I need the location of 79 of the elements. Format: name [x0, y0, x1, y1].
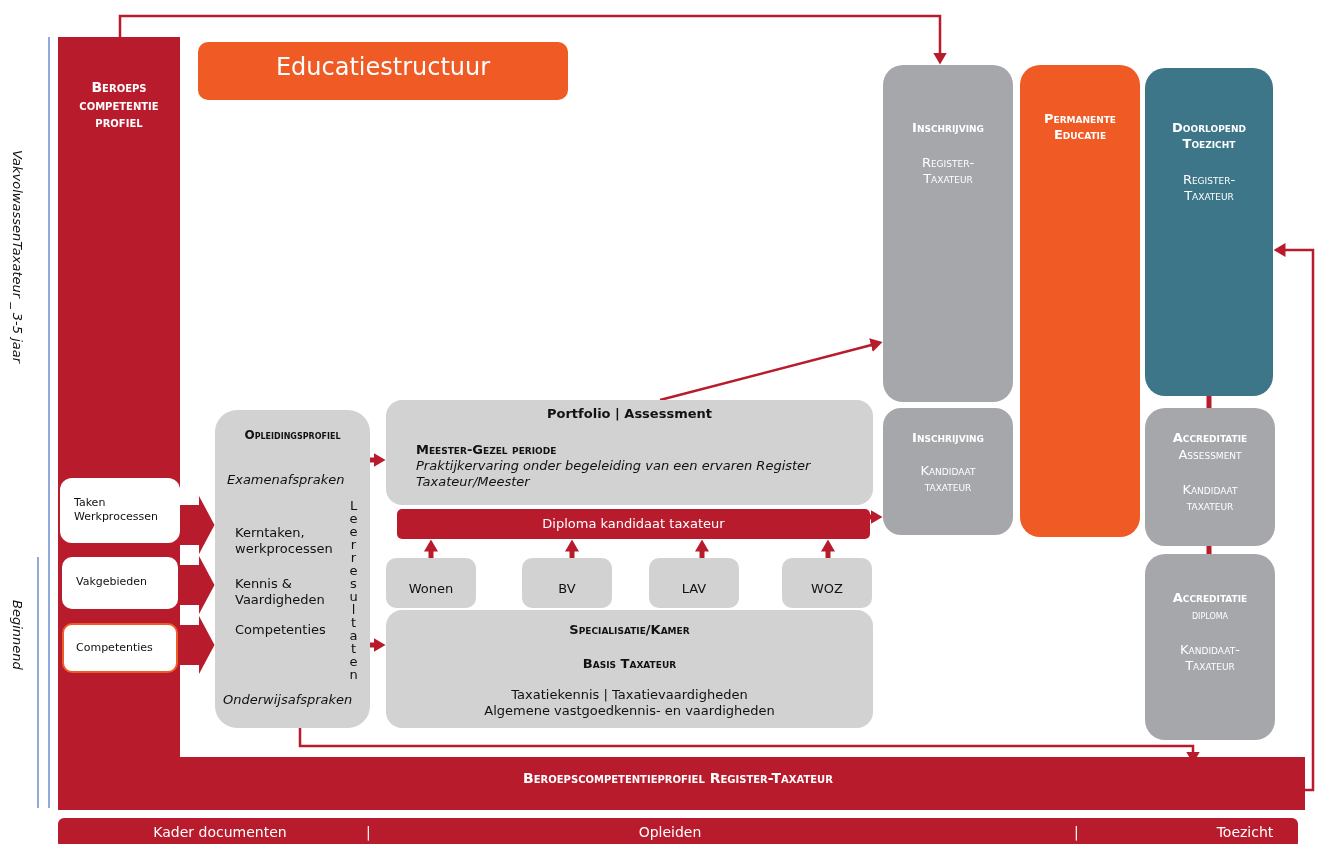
banner-title: Educatiestructuur — [274, 52, 492, 82]
stage-box — [1145, 408, 1275, 546]
specialisation-box — [522, 558, 612, 608]
arrow — [370, 453, 386, 467]
arrow — [370, 638, 386, 652]
stage-column — [1145, 68, 1273, 396]
subheading-text: Kandidaat taxateur — [919, 463, 977, 496]
vertical-label: Leerresultaten — [345, 498, 361, 680]
separator-text: | — [366, 824, 372, 842]
arrow — [118, 14, 947, 65]
specialisation-box — [386, 558, 476, 608]
arrow — [695, 539, 709, 558]
stage-column — [1020, 65, 1140, 537]
stage-box — [1145, 554, 1275, 740]
phase-bar — [58, 818, 1298, 844]
portfolio-box — [386, 400, 873, 505]
title-banner — [198, 42, 568, 100]
band-title: Beroeps competentie profiel — [78, 79, 160, 132]
box-label: Wonen — [407, 581, 455, 598]
phase-label: Opleiden — [637, 824, 703, 842]
heading-text: Doorlopend Toezicht — [1171, 120, 1247, 153]
band-title: Beroepscompetentieprofiel Register-Taxateur — [522, 770, 834, 788]
box-label: Taken Werkprocessen — [74, 496, 159, 524]
arrow — [178, 615, 215, 675]
list-item: Kennis & Vaardigheden — [235, 576, 326, 609]
arrow — [659, 338, 883, 402]
description-text: Praktijkervaring onder begeleiding van een ervaren Register Taxateur/Meester — [416, 458, 812, 491]
specialisation-box — [782, 558, 872, 608]
diploma-bar — [397, 509, 870, 539]
input-box — [60, 478, 180, 543]
box-label: Vakgebieden — [76, 575, 149, 589]
arrow — [1273, 243, 1315, 792]
specialisation-box — [649, 558, 739, 608]
heading-text: Inschrijving — [911, 120, 985, 137]
box-label: BV — [557, 581, 577, 598]
arrow — [178, 555, 215, 615]
description-text: Taxatiekennis | Taxatievaardigheden — [510, 687, 749, 704]
stage-column — [883, 65, 1013, 402]
side-label: VakvolwassenTaxateur _ 3-5 jaar — [10, 150, 25, 364]
subheading-text: Kandidaat taxateur — [1181, 482, 1239, 515]
bar-label: Diploma kandidaat taxateur — [541, 516, 726, 533]
subheading-text: Meester-Gezel periode — [416, 442, 558, 459]
heading-text: Opleidingsprofiel — [243, 428, 342, 443]
input-box — [62, 557, 178, 609]
subheading-text: Assessment — [1177, 447, 1243, 464]
heading-text: Accreditatie — [1171, 590, 1249, 607]
subheading-text: Register- Taxateur — [1181, 172, 1237, 205]
arrow — [565, 539, 579, 558]
heading-text: Portfolio | Assessment — [546, 406, 713, 423]
box-label: LAV — [680, 581, 708, 598]
heading-text: Accreditatie — [1171, 430, 1249, 447]
subheading-text: Basis Taxateur — [581, 656, 678, 673]
list-item: Kerntaken, werkprocessen — [235, 525, 334, 558]
subheading-text: diploma — [1190, 608, 1230, 623]
separator-text: | — [1074, 824, 1080, 842]
arrow — [821, 539, 835, 558]
profile-box — [215, 410, 370, 728]
subheading-text: Kandidaat- Taxateur — [1179, 642, 1241, 675]
heading-text: Specialisatie/Kamer — [568, 622, 691, 639]
box-label: Competenties — [76, 641, 154, 655]
box-label: WOZ — [810, 581, 844, 598]
arrow — [870, 510, 883, 524]
input-box — [62, 623, 178, 673]
stage-box — [883, 408, 1013, 535]
basis-box — [386, 610, 873, 728]
description-text: Algemene vastgoedkennis- en vaardigheden — [483, 703, 776, 720]
subheading-text: Register- Taxateur — [920, 155, 976, 188]
heading-text: Inschrijving — [911, 430, 985, 447]
phase-label: Toezicht — [1215, 824, 1275, 842]
arrow — [180, 495, 215, 555]
connector-line — [1206, 396, 1212, 408]
list-item: Competenties — [235, 622, 327, 639]
connector-line — [1206, 546, 1212, 554]
phase-label: Kader documenten — [152, 824, 288, 842]
list-item: Examenafspraken — [227, 472, 346, 489]
heading-text: Permanente Educatie — [1043, 111, 1117, 144]
list-item: Onderwijsafspraken — [223, 692, 354, 709]
side-label: Beginnend — [10, 600, 25, 670]
arrow — [424, 539, 438, 558]
